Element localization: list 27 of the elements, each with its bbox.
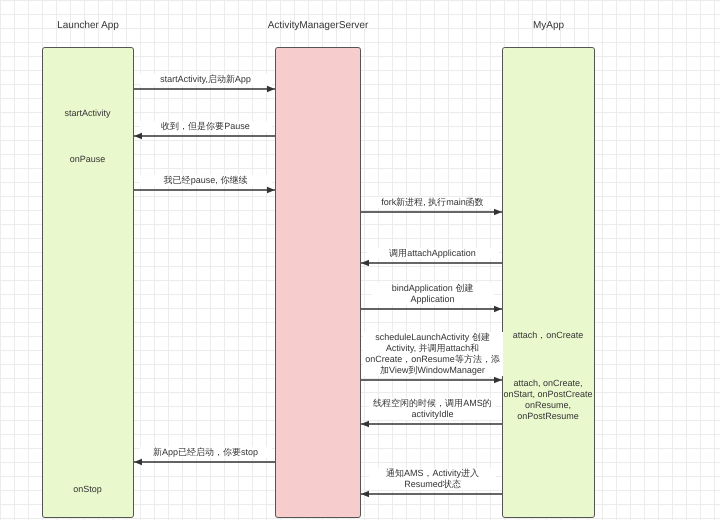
method-text: startActivity: [63, 108, 112, 119]
edge-label: 通知AMS，Activity进入Resumed状态: [369, 468, 496, 490]
edge-label: 收到，但是你要Pause: [140, 121, 272, 132]
method-text: onPause: [68, 154, 106, 165]
method-text: attach, onCreate, onStart, onPostCreate onResume, onPostResume: [503, 378, 593, 422]
arrow: [134, 132, 275, 140]
arrow: [361, 306, 502, 312]
arrow: [361, 260, 502, 266]
lifeline-title: Launcher App: [57, 20, 119, 31]
lifeline-title: ActivityManagerServer: [268, 20, 368, 31]
edge-label: 线程空闲的时候，调用AMS的activityIdle: [369, 398, 496, 420]
arrow: [361, 376, 502, 384]
edge-label: 新App已经启动，你要stop: [140, 447, 272, 458]
method-text: attach，onCreate: [512, 330, 584, 341]
arrow: [361, 420, 502, 428]
edge-label: 我已经pause, 你继续: [140, 175, 272, 186]
lifeline-title: MyApp: [532, 20, 564, 31]
arrow: [361, 490, 502, 498]
edge-label: 调用attachApplication: [366, 248, 498, 259]
arrow: [134, 186, 275, 194]
arrow: [361, 208, 502, 216]
method-text: onStop: [72, 484, 103, 495]
edge-label: bindApplication 创建Application: [372, 283, 494, 305]
arrow: [134, 86, 275, 92]
arrow: [134, 458, 275, 466]
edge-label: scheduleLaunchActivity 创建Activity, 并调用attach和onCreate，onResume等方法，添加View到WindowManager: [362, 332, 502, 376]
edge-label: startActivity,启动新App: [140, 74, 272, 85]
